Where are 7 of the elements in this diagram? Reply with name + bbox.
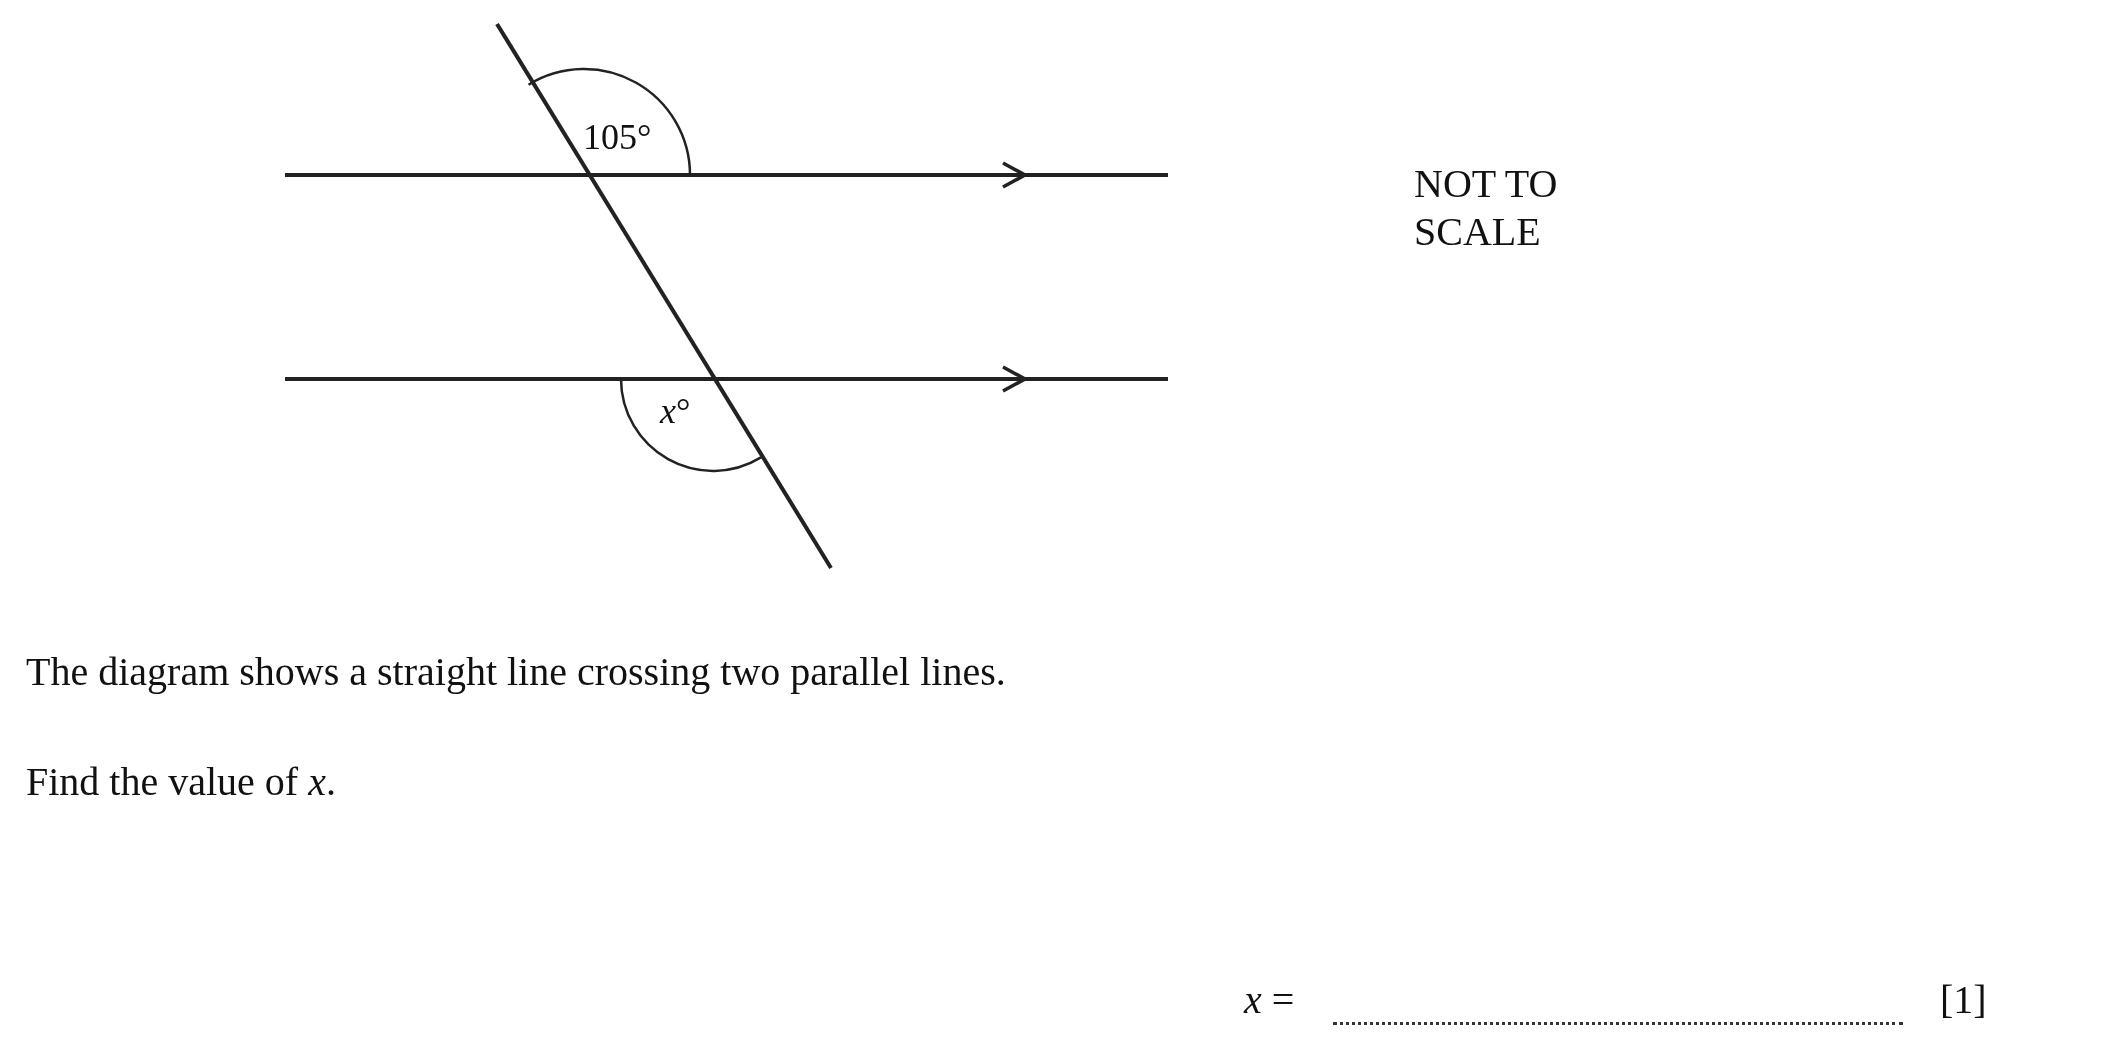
angle-label: 105° — [583, 116, 652, 159]
mark-allocation: [1] — [1940, 976, 1987, 1024]
answer-label: x = — [1244, 976, 1295, 1024]
question-text: Find the value of x. — [26, 758, 336, 806]
note-text: NOT TO SCALE — [1414, 160, 1559, 256]
question-text: The diagram shows a straight line crossing two parallel lines. — [26, 648, 1006, 696]
angle-label: x° — [660, 390, 691, 433]
